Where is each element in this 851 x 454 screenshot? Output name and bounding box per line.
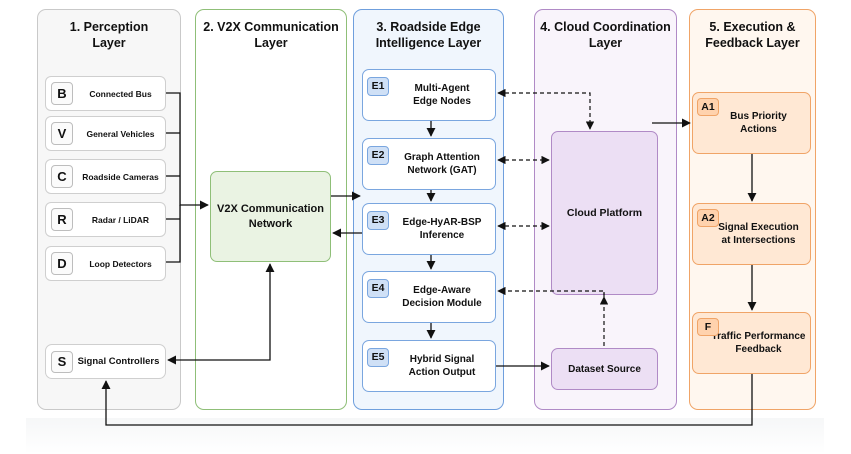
sensor-loop-detectors: D Loop Detectors bbox=[45, 246, 166, 281]
sensor-general-vehicles: V General Vehicles bbox=[45, 116, 166, 151]
signal-controllers-label: Signal Controllers bbox=[77, 356, 160, 367]
sensor-name: Connected Bus bbox=[89, 88, 152, 99]
module-badge: E1 bbox=[367, 77, 389, 96]
module-label: Edge-HyAR-BSP Inference bbox=[402, 217, 482, 241]
v2x-network-label: V2X Communication Network bbox=[217, 202, 324, 230]
module-badge: E3 bbox=[367, 211, 389, 230]
step-badge: F bbox=[697, 318, 719, 336]
step-badge: A1 bbox=[697, 98, 719, 116]
step-label: Signal Execution at Intersections bbox=[718, 222, 799, 246]
dataset-source-node: Dataset Source bbox=[551, 348, 658, 390]
sensor-roadside-cameras: C Roadside Cameras bbox=[45, 159, 166, 194]
step-label: Bus Priority Actions bbox=[730, 111, 787, 135]
execution-step-a1: A1 Bus Priority Actions bbox=[692, 92, 811, 154]
sensor-letter: S bbox=[51, 351, 73, 373]
edge-layer-title: 3. Roadside Edge Intelligence Layer bbox=[375, 20, 482, 50]
bottom-band bbox=[26, 418, 824, 454]
sensor-name: Radar / LiDAR bbox=[91, 214, 150, 225]
sensor-name: General Vehicles bbox=[86, 128, 155, 139]
sensor-connected-bus: B Connected Bus bbox=[45, 76, 166, 111]
execution-step-a2: A2 Signal Execution at Intersections bbox=[692, 203, 811, 265]
edge-module-e5: E5 Hybrid Signal Action Output bbox=[362, 340, 496, 392]
module-badge: E5 bbox=[367, 348, 389, 367]
perception-layer-title: 1. Perception Layer bbox=[69, 20, 149, 50]
sensor-name: Loop Detectors bbox=[89, 258, 152, 269]
module-badge: E4 bbox=[367, 279, 389, 298]
step-label: Traffic Performance Feedback bbox=[711, 331, 806, 355]
sensor-letter: C bbox=[51, 165, 73, 188]
execution-layer-title: 5. Execution & Feedback Layer bbox=[705, 20, 800, 50]
cloud-platform-node: Cloud Platform bbox=[551, 131, 658, 295]
cloud-platform-label: Cloud Platform bbox=[566, 207, 643, 219]
module-label: Edge-Aware Decision Module bbox=[402, 285, 482, 309]
v2x-layer-title: 2. V2X Communication Layer bbox=[203, 20, 339, 50]
sensor-letter: B bbox=[51, 82, 73, 105]
edge-module-e4: E4 Edge-Aware Decision Module bbox=[362, 271, 496, 323]
sensor-letter: D bbox=[51, 252, 73, 275]
module-label: Hybrid Signal Action Output bbox=[408, 354, 476, 378]
module-badge: E2 bbox=[367, 146, 389, 165]
v2x-network-node: V2X Communication Network bbox=[210, 171, 331, 262]
sensor-radar-lidar: R Radar / LiDAR bbox=[45, 202, 166, 237]
sensor-letter: V bbox=[51, 122, 73, 145]
signal-controllers-node: S Signal Controllers bbox=[45, 344, 166, 379]
edge-module-e3: E3 Edge-HyAR-BSP Inference bbox=[362, 203, 496, 255]
dataset-source-label: Dataset Source bbox=[568, 363, 641, 375]
module-label: Graph Attention Network (GAT) bbox=[404, 152, 480, 176]
edge-module-e2: E2 Graph Attention Network (GAT) bbox=[362, 138, 496, 190]
module-label: Multi-Agent Edge Nodes bbox=[413, 83, 471, 107]
step-badge: A2 bbox=[697, 209, 719, 227]
edge-module-e1: E1 Multi-Agent Edge Nodes bbox=[362, 69, 496, 121]
sensor-name: Roadside Cameras bbox=[82, 171, 159, 182]
execution-step-f: F Traffic Performance Feedback bbox=[692, 312, 811, 374]
cloud-layer-title: 4. Cloud Coordination Layer bbox=[540, 20, 671, 50]
sensor-letter: R bbox=[51, 208, 73, 231]
